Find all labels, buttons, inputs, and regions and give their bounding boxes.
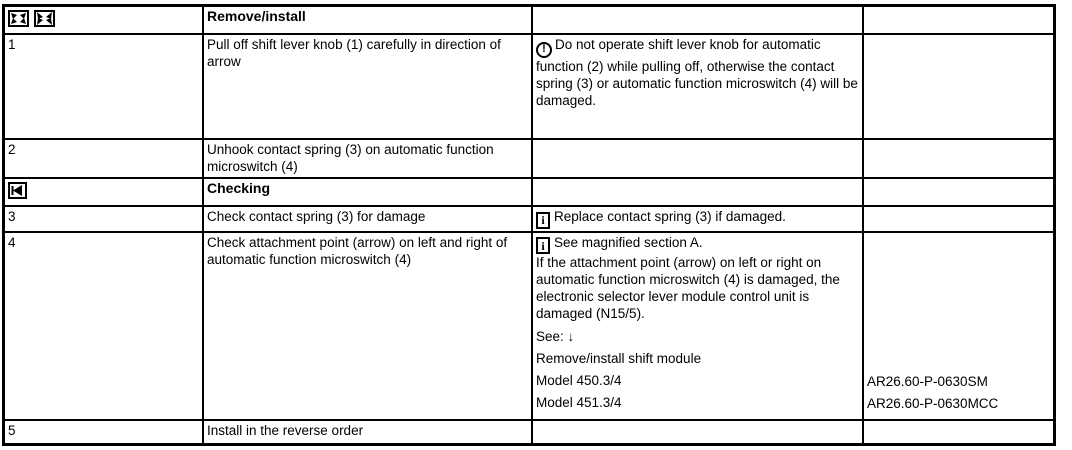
reference-cell [862, 418, 1056, 446]
danger-glyph: ! [542, 43, 546, 55]
instruction-text: Install in the reverse order [207, 422, 364, 438]
see-label: See: [536, 329, 564, 344]
note-text: Do not operate shift lever knob for auto… [536, 37, 858, 108]
see-down-arrow-icon[interactable]: ↓ [567, 329, 575, 344]
step-number-cell: 5 [2, 418, 204, 446]
reference-cell [862, 205, 1056, 233]
step-number: 2 [8, 142, 16, 157]
note-cell: i See magnified section A. If the attachm… [531, 230, 864, 421]
info-glyph: i [541, 238, 545, 253]
empty-cell [862, 177, 1056, 207]
empty-cell [531, 4, 864, 35]
section-symbol-cell [2, 177, 204, 207]
instruction-text: Pull off shift lever knob (1) carefully … [207, 37, 501, 69]
empty-cell [862, 4, 1056, 35]
step-number-cell: 3 [2, 205, 204, 233]
checking-icon [8, 182, 27, 203]
empty-cell [531, 177, 864, 207]
step-row-1: 1 Pull off shift lever knob (1) carefull… [2, 33, 1056, 140]
instruction-text: Check attachment point (arrow) on left a… [207, 234, 508, 267]
instruction-cell: Check attachment point (arrow) on left a… [202, 230, 533, 421]
note-cell: !Do not operate shift lever knob for aut… [531, 33, 864, 140]
info-glyph: i [541, 213, 545, 227]
step-row-5: 5 Install in the reverse order [2, 418, 1056, 446]
note-cell: i Replace contact spring (3) if damaged. [531, 205, 864, 233]
instruction-text: Check contact spring (3) for damage [207, 209, 426, 224]
instruction-cell: Install in the reverse order [202, 418, 533, 446]
reference-cell [862, 138, 1056, 179]
note-cell [531, 418, 864, 446]
document-ref-451[interactable]: AR26.60-P-0630MCC [867, 395, 999, 411]
step-number-cell: 2 [2, 138, 204, 179]
step-number: 3 [8, 209, 16, 224]
instruction-cell: Unhook contact spring (3) on automatic f… [202, 138, 533, 179]
danger-icon: ! [536, 41, 552, 58]
info-icon: i [536, 211, 550, 229]
section-title-cell: Remove/install [202, 4, 533, 35]
reference-cell: AR26.60-P-0630SM AR26.60-P-0630MCC [862, 230, 1056, 421]
linked-procedure-title: Remove/install shift module [536, 351, 702, 366]
remove-icon [8, 10, 29, 31]
section-title: Checking [207, 180, 271, 196]
step-row-2: 2 Unhook contact spring (3) on automatic… [2, 138, 1056, 179]
note-intro-line: i See magnified section A. [536, 234, 858, 254]
step-number-cell: 4 [2, 230, 204, 421]
note-intro-text: See magnified section A. [554, 234, 703, 250]
see-line: See: ↓ [536, 326, 858, 348]
note-cell [531, 138, 864, 179]
note-text: Replace contact spring (3) if damaged. [554, 209, 786, 224]
info-icon: i [536, 237, 550, 254]
install-icon [34, 10, 55, 31]
step-number: 1 [8, 37, 16, 52]
section-row-remove-install: Remove/install [2, 4, 1056, 35]
step-number-cell: 1 [2, 33, 204, 140]
document-ref-450[interactable]: AR26.60-P-0630SM [867, 373, 988, 389]
instruction-text: Unhook contact spring (3) on automatic f… [207, 142, 494, 174]
section-row-checking: Checking [2, 177, 1056, 207]
model-label-450: Model 450.3/4 [536, 373, 622, 388]
note-body-text: If the attachment point (arrow) on left … [536, 255, 840, 321]
reference-cell [862, 33, 1056, 140]
step-number: 4 [8, 234, 16, 250]
section-symbol-cell [2, 4, 204, 35]
step-number: 5 [8, 422, 16, 438]
instruction-cell: Check contact spring (3) for damage [202, 205, 533, 233]
procedure-table: Remove/install 1 Pull off shift lever kn… [2, 4, 1056, 446]
section-title-cell: Checking [202, 177, 533, 207]
instruction-cell: Pull off shift lever knob (1) carefully … [202, 33, 533, 140]
model-label-451: Model 451.3/4 [536, 395, 622, 410]
section-title: Remove/install [207, 8, 306, 24]
step-row-4: 4 Check attachment point (arrow) on left… [2, 230, 1056, 421]
